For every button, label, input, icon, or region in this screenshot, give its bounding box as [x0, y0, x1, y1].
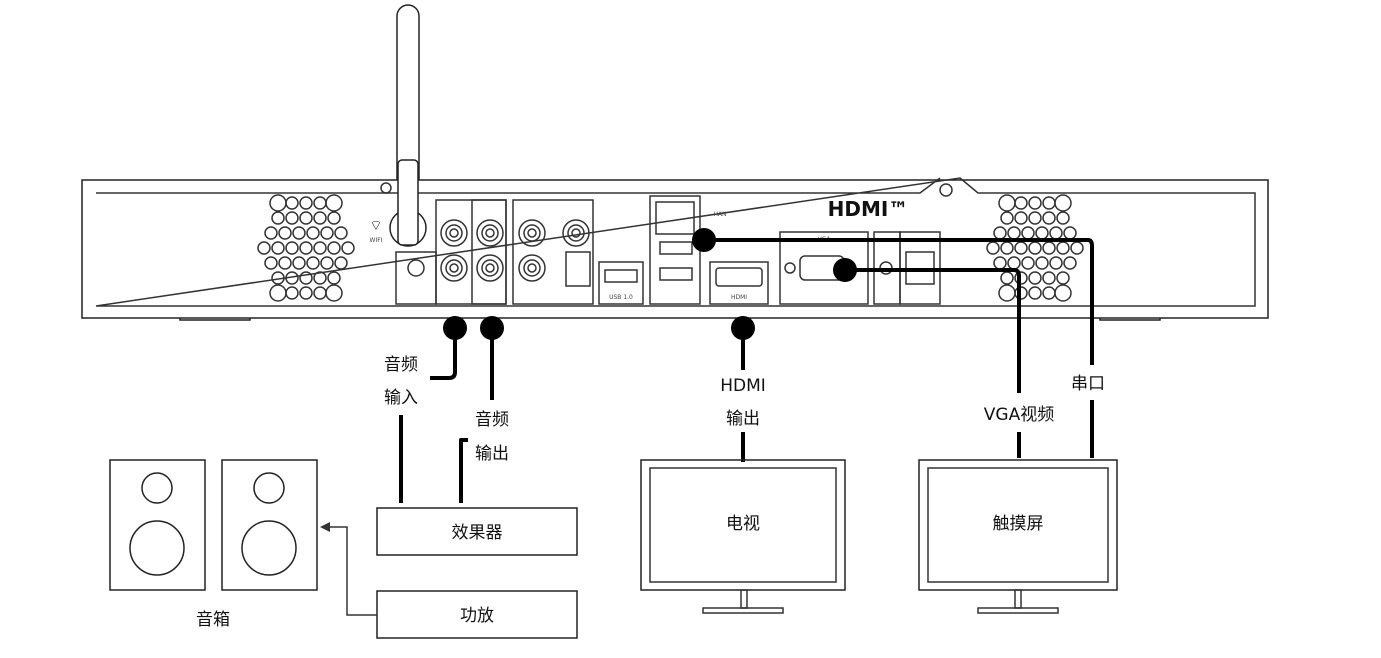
audio-in-label-1: 音频 — [384, 355, 418, 375]
hdmi-logo: HDMI™ — [828, 197, 909, 221]
tv-label: 电视 — [726, 514, 760, 534]
tv-monitor — [640, 459, 846, 614]
hdmi-out-label-1: HDMI — [720, 376, 766, 396]
audio-in-label-2: 输入 — [384, 388, 418, 408]
lan-label: HAN — [713, 211, 726, 218]
effects-label: 效果器 — [452, 523, 503, 543]
arrow-head-icon — [320, 522, 330, 532]
wifi-icon: ⌔ — [369, 218, 382, 234]
hdmi-port-label: HDMI — [731, 294, 747, 301]
serial-jack-dot — [692, 228, 716, 252]
cables — [399, 228, 1094, 503]
media-player-device: WIFI ⌔ USB 1.0 HAN HDMI VGA HDMI™ — [81, 159, 1269, 321]
amplifier-label: 功放 — [460, 606, 494, 626]
vga-jack-dot — [833, 258, 857, 282]
vent-right — [986, 194, 1084, 302]
serial-label: 串口 — [1071, 374, 1105, 394]
speakers — [109, 459, 318, 591]
touchscreen-monitor — [918, 459, 1118, 614]
speakers-label: 音箱 — [196, 610, 230, 630]
audio-out-label-2: 输出 — [475, 444, 509, 464]
hdmi-jack-dot — [731, 316, 755, 340]
audio-out-jack-dot — [480, 316, 504, 340]
audio-out-label-1: 音频 — [475, 410, 509, 430]
amp-to-speaker-arrow — [322, 526, 377, 616]
effects-box — [376, 507, 578, 556]
vent-left — [257, 194, 355, 302]
vga-video-label: VGA视频 — [984, 405, 1054, 425]
audio-in-jack-dot — [443, 316, 467, 340]
usb-label: USB 1.0 — [609, 294, 633, 301]
wifi-label: WIFI — [370, 237, 383, 244]
hdmi-out-label-2: 输出 — [726, 409, 760, 429]
touchscreen-label: 触摸屏 — [993, 514, 1044, 534]
